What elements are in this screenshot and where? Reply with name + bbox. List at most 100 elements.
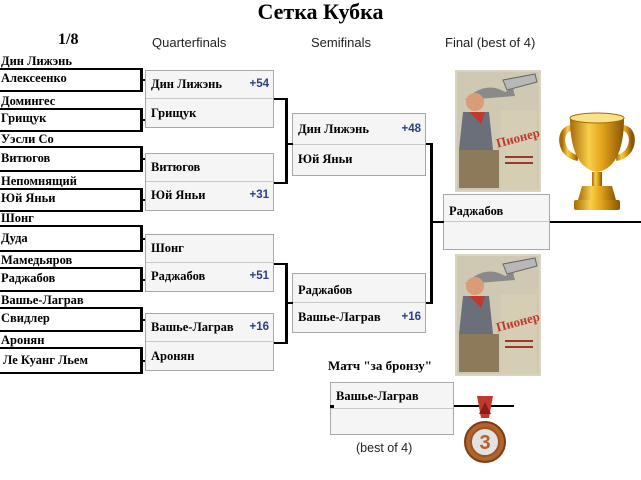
connector-line <box>0 347 142 349</box>
connector-line <box>0 330 142 332</box>
bronze-medal-icon: 3 <box>464 396 506 463</box>
connector-line <box>0 250 142 252</box>
connector-line <box>274 182 286 184</box>
sf2-bottom-player: Вашье-Лаграв <box>298 310 381 324</box>
bronze-top-player: Вашье-Лаграв <box>336 389 419 403</box>
connector-line <box>0 210 142 212</box>
round-of-16-player: Витюгов <box>1 151 51 165</box>
connector-line <box>140 146 143 172</box>
connector-line <box>142 119 146 121</box>
qf-match-2: Витюгов Юй Яньи +31 <box>145 153 274 211</box>
qf4-bottom-player: Аронян <box>151 349 195 363</box>
connector-line <box>140 68 143 92</box>
connector-line <box>0 170 142 172</box>
bronze-match-title: Матч "за бронзу" <box>328 358 432 373</box>
round-of-16-player: Юй Яньи <box>1 191 56 205</box>
connector-line <box>140 225 143 252</box>
semifinals-header: Semifinals <box>311 35 371 50</box>
connector-line <box>0 90 142 92</box>
quarterfinals-header: Quarterfinals <box>152 35 227 50</box>
connector-line <box>274 342 286 344</box>
qf3-top-player: Шонг <box>151 241 184 255</box>
connector-line <box>0 188 142 190</box>
connector-line <box>330 405 334 408</box>
connector-line <box>285 98 288 184</box>
sf2-bottom-score: +16 <box>401 311 421 323</box>
round-of-16-player: Аронян <box>1 333 45 347</box>
qf-match-3: Шонг Раджабов +51 <box>145 234 274 292</box>
connector-line <box>0 267 142 269</box>
connector-line <box>285 143 293 145</box>
qf2-top-player: Витюгов <box>151 160 201 174</box>
medal-number: 3 <box>479 432 490 454</box>
connector-line <box>0 307 142 309</box>
qf1-top-player: Дин Лижэнь <box>151 77 222 91</box>
final-header: Final (best of 4) <box>445 35 536 50</box>
connector-line <box>0 108 142 110</box>
qf2-bottom-score: +31 <box>249 189 269 201</box>
connector-line <box>0 130 142 132</box>
connector-line <box>274 98 286 100</box>
qf4-top-score: +16 <box>249 321 269 333</box>
qf-match-1: Дин Лижэнь +54 Грищук <box>145 70 274 128</box>
connector-line <box>274 263 286 265</box>
round-of-16-header: 1/8 <box>58 31 79 48</box>
sf1-bottom-player: Юй Яньи <box>298 151 353 166</box>
connector-line <box>142 319 146 321</box>
bronze-match: Вашье-Лаграв <box>330 382 454 435</box>
sf-match-1: Дин Лижэнь +48 Юй Яньи <box>292 113 426 176</box>
final-winner-line <box>550 221 641 223</box>
qf-match-4: Вашье-Лаграв +16 Аронян <box>145 313 274 371</box>
qf1-top-score: +54 <box>249 78 269 90</box>
bronze-best-of-note: (best of 4) <box>356 441 413 455</box>
trophy-icon <box>559 112 635 210</box>
round-of-16-player: Мамедьяров <box>1 253 73 267</box>
connector-line <box>0 146 142 148</box>
sf1-top-player: Дин Лижэнь <box>298 122 369 136</box>
round-of-16-player: Шонг <box>1 211 34 225</box>
connector-line <box>142 279 146 281</box>
connector-line <box>0 290 142 292</box>
trumpeter-poster-image: Пионер <box>455 70 541 192</box>
qf4-top-player: Вашье-Лаграв <box>151 320 234 334</box>
connector-line <box>140 108 143 132</box>
sf1-top-score: +48 <box>401 123 421 135</box>
connector-line <box>0 68 142 70</box>
connector-line <box>140 188 143 212</box>
round-of-16-player: Дуда <box>1 231 28 245</box>
connector-line <box>142 360 146 362</box>
sf2-top-player: Раджабов <box>298 283 353 297</box>
qf2-bottom-player: Юй Яньи <box>151 188 206 202</box>
connector-line <box>426 302 432 304</box>
connector-line <box>140 267 143 292</box>
round-of-16-player: Непомнящий <box>1 174 77 188</box>
connector-line <box>430 221 444 223</box>
connector-line <box>142 79 146 81</box>
connector-line <box>142 238 146 240</box>
round-of-16-player: Дин Лижэнь <box>1 54 72 68</box>
round-of-16-player: Свидлер <box>1 311 50 325</box>
round-of-16-player: Грищук <box>1 111 47 125</box>
round-of-16-player: Домингес <box>1 94 56 108</box>
connector-line <box>140 347 143 374</box>
trumpeter-poster-image: Пионер <box>455 254 541 376</box>
round-of-16-player: Раджабов <box>1 271 56 285</box>
connector-line <box>142 158 146 160</box>
connector-line <box>426 143 432 145</box>
connector-line <box>140 307 143 332</box>
final-match: Раджабов <box>443 194 550 250</box>
connector-line <box>0 225 142 227</box>
round-of-16-player: Алексеенко <box>1 71 67 85</box>
final-top-player: Раджабов <box>449 204 504 218</box>
round-of-16-player: Ле Куанг Льем <box>3 353 88 367</box>
sf-match-2: Раджабов Вашье-Лаграв +16 <box>292 273 426 333</box>
qf3-bottom-score: +51 <box>249 270 269 282</box>
qf1-bottom-player: Грищук <box>151 106 197 120</box>
round-of-16-player: Вашье-Лаграв <box>1 293 84 307</box>
connector-line <box>430 143 433 304</box>
page-title: Сетка Кубка <box>257 0 384 24</box>
connector-line <box>142 199 146 201</box>
connector-line <box>285 302 293 304</box>
connector-line <box>0 372 142 374</box>
qf3-bottom-player: Раджабов <box>151 269 206 283</box>
